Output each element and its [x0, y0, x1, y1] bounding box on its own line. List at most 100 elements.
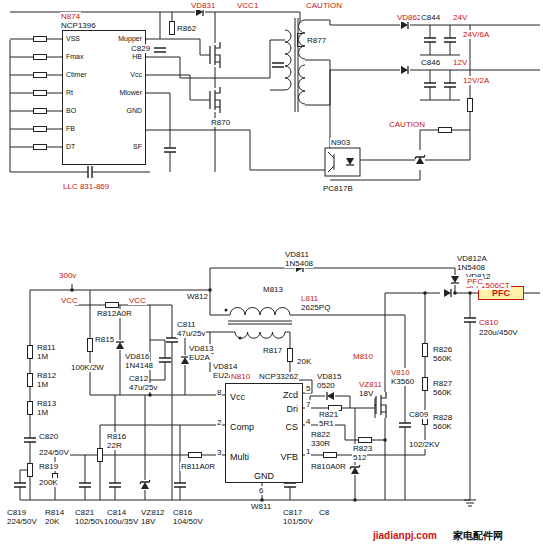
coil-winding [235, 332, 285, 338]
junction-dot [453, 291, 457, 295]
part-label: R821 [318, 410, 339, 419]
part-label: R819 [38, 462, 59, 471]
wire [385, 418, 386, 500]
capacitor-symbol [166, 338, 178, 342]
pin-number: 8 [216, 388, 222, 397]
winding-dot [225, 309, 228, 312]
part-label: R823 [352, 444, 373, 453]
part-label: CAUTION [388, 120, 426, 129]
part-label: R810A0R [310, 462, 347, 471]
ground-symbol [464, 500, 476, 506]
capacitor-gap [284, 483, 296, 487]
pin-name: GND [126, 107, 142, 114]
capacitor-gap [464, 318, 476, 322]
part-label: 24V/6A [462, 30, 490, 39]
part-label: R870 [210, 118, 231, 127]
resistor-symbol [423, 378, 428, 391]
coil-winding [299, 20, 305, 59]
resistor-symbol [170, 22, 175, 35]
wire [303, 293, 425, 455]
part-label: 104/50V [172, 517, 204, 526]
pin-number: 3 [216, 448, 222, 457]
part-label: 102/2KV [408, 440, 441, 449]
capacitor-gap [159, 358, 171, 362]
winding-dot [239, 337, 242, 340]
part-label: VD814 [212, 362, 238, 371]
part-label: 47u/25v [128, 383, 158, 392]
resistor-symbol [28, 464, 33, 477]
pin-name: Dri [287, 404, 299, 414]
resistor-symbol [288, 349, 293, 362]
part-label: C814 [106, 508, 127, 517]
part-label: LLC 831-869 [62, 182, 110, 191]
capacitor-gap [164, 148, 176, 152]
wire [385, 315, 386, 392]
wire [305, 70, 400, 105]
pin-name: Mupper [118, 35, 142, 42]
part-label: VD862 [396, 13, 422, 22]
capacitor-symbol [424, 83, 436, 87]
part-label: VD813 [188, 344, 214, 353]
pin-name: GND [254, 471, 274, 481]
capacitor-gap [272, 63, 284, 67]
pin-name: HB [132, 53, 142, 60]
wire [210, 290, 230, 315]
pin-number: 2 [216, 418, 222, 427]
part-label: NCP33262 [258, 372, 299, 381]
part-label: 1M [36, 408, 49, 417]
part-label: C811 [176, 320, 197, 329]
part-label: 1M [36, 380, 49, 389]
diode-symbol [345, 157, 355, 167]
resistor-symbol [98, 449, 103, 462]
part-label: C821 [74, 508, 95, 517]
part-label: EU2A [188, 353, 211, 362]
part-label: 224/50V [38, 448, 70, 457]
part-label: 100K/2W [70, 363, 105, 372]
resistor-symbol [28, 374, 33, 387]
pin-name: SF [133, 143, 142, 150]
mosfet-symbol [208, 87, 223, 113]
resistor-symbol [28, 402, 33, 415]
part-label: C8 [318, 508, 330, 517]
junction-dot [148, 393, 152, 397]
pin-name: DT [66, 143, 75, 150]
resistor-symbol [359, 438, 372, 443]
part-label: R822 [310, 430, 331, 439]
wire [290, 293, 440, 315]
wire [72, 268, 455, 293]
part-label: N903 [330, 138, 351, 147]
part-label: C817 [282, 508, 303, 517]
part-label: R826 [432, 345, 453, 354]
part-label: CAUTION [305, 1, 343, 10]
resistor-symbol [423, 344, 428, 357]
part-label: R862 [176, 24, 197, 33]
resistor-symbol [189, 453, 202, 458]
capacitor-gap [154, 48, 166, 52]
part-label: R828 [432, 413, 453, 422]
wire [215, 12, 216, 45]
part-label: 200K [38, 478, 59, 487]
part-label: 12V/2A [462, 76, 490, 85]
part-label: VCC1 [236, 1, 259, 10]
part-label: 1M [36, 352, 49, 361]
junction-dot [70, 288, 74, 292]
junction-dot [423, 291, 427, 295]
wire [90, 290, 150, 395]
pin-name: VSS [66, 35, 80, 42]
part-label: PFC [466, 277, 484, 286]
part-label: C820 [38, 432, 59, 441]
capacitor-gap [109, 483, 121, 487]
part-label: VZ812 [140, 508, 166, 517]
wire [146, 39, 208, 55]
pin-name: FB [66, 125, 75, 132]
part-label: VCC [128, 296, 147, 305]
resistor-symbol [34, 55, 47, 60]
wire [420, 100, 460, 101]
part-label: W811 [250, 502, 272, 511]
wire [55, 455, 225, 500]
part-label: 512 [352, 453, 367, 462]
capacitor-symbol [109, 483, 121, 487]
part-label: 220u/450V [478, 328, 519, 337]
pin-name: Zcd [283, 390, 298, 400]
part-label: VD812A [456, 254, 488, 263]
